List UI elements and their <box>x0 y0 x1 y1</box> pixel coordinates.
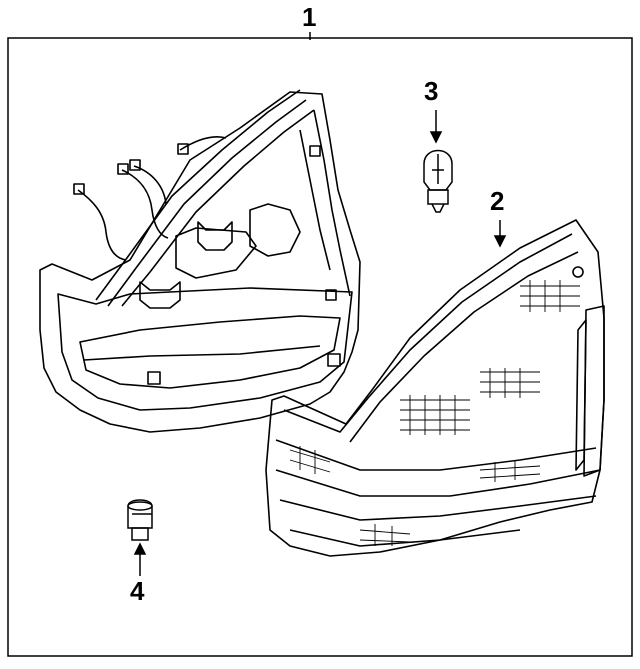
lamp-housing <box>39 89 361 433</box>
leader-2 <box>493 220 507 248</box>
callout-2: 2 <box>490 186 505 216</box>
bulb-4 <box>127 499 153 576</box>
callout-4: 4 <box>130 576 145 606</box>
bulb-3 <box>423 110 453 213</box>
callout-1: 1 <box>302 2 317 32</box>
callout-3: 3 <box>424 76 439 106</box>
lamp-lens <box>265 219 605 557</box>
diagram-frame <box>7 37 633 657</box>
